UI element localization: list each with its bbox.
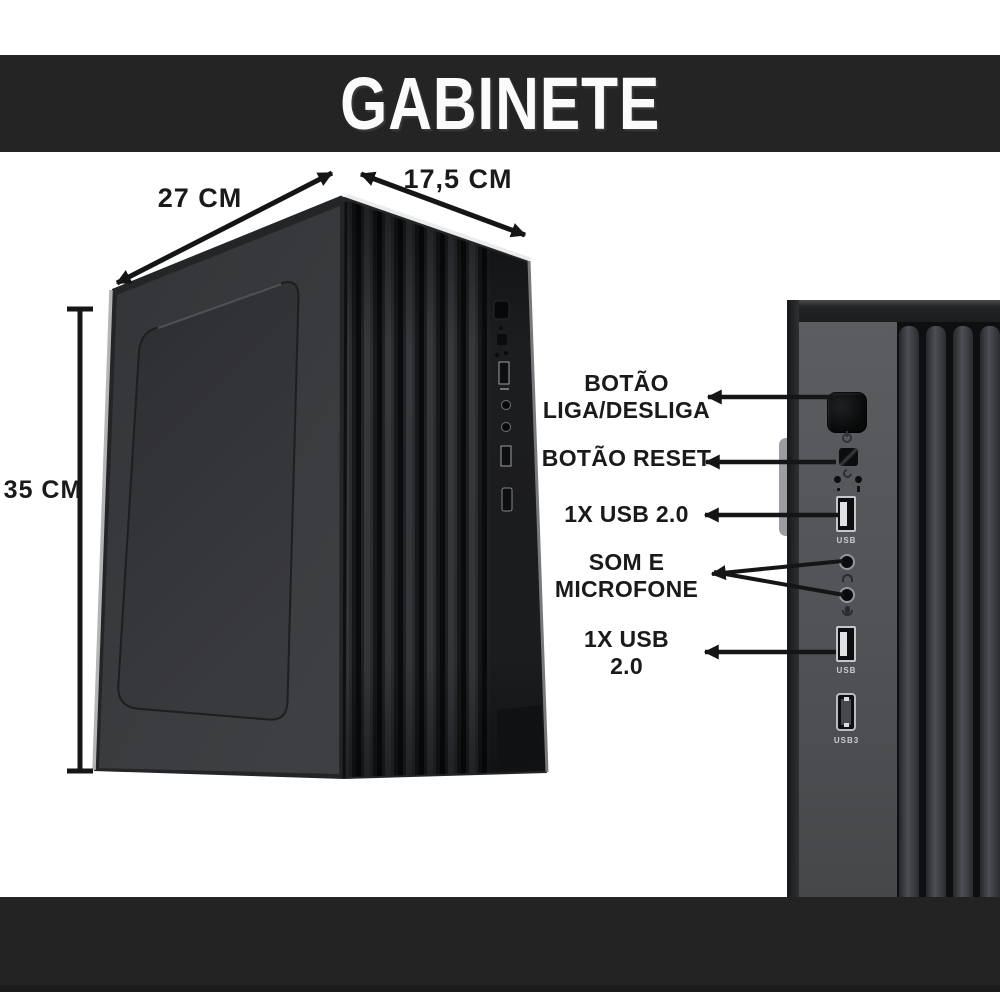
ridge-bar (899, 326, 919, 897)
ridge-bar (953, 326, 973, 897)
closeup-left-frame (787, 300, 799, 897)
label-line: LIGA/DESLIGA (542, 397, 711, 423)
label-audio: SOM E MICROFONE (528, 549, 725, 603)
width-arrow (359, 171, 527, 238)
depth-arrow (115, 170, 334, 286)
usb-tongue (840, 502, 847, 526)
reset-button (839, 448, 858, 466)
label-line: MICROFONE (554, 576, 699, 602)
reset-icon (843, 469, 852, 478)
page-title: GABINETE (339, 62, 661, 145)
front-io-details (493, 300, 545, 769)
closeup-top-frame (787, 300, 1000, 322)
case-photo (92, 191, 549, 779)
label-reset-button: BOTÃO RESET (528, 445, 725, 472)
usb3-notch (844, 723, 849, 727)
width-dimension-label: 17,5 CM (403, 164, 513, 194)
power-led (834, 476, 841, 483)
label-line: BOTÃO RESET (541, 445, 712, 471)
ridge-bar (926, 326, 946, 897)
door-top-highlight (157, 282, 282, 330)
label-line: 1X USB (584, 626, 669, 652)
left-edge-highlight (92, 289, 113, 771)
depth-dimension-label: 27 CM (157, 183, 243, 213)
height-dimension-label: 35 CM (3, 476, 83, 504)
usb3-label: USB3 (833, 736, 860, 745)
label-line: BOTÃO (584, 370, 669, 396)
title-banner: GABINETE (0, 55, 1000, 152)
side-panel-door (117, 281, 300, 721)
label-power-button: BOTÃO LIGA/DESLIGA (528, 370, 725, 424)
front-panel-closeup: USB USB USB3 (787, 300, 1000, 897)
right-edge-highlight (527, 260, 549, 773)
dimension-arrows (67, 170, 527, 774)
bottom-bar (0, 897, 1000, 992)
label-line: SOM E (588, 549, 665, 575)
usb-mid-label: USB (836, 666, 857, 675)
apex-highlight (341, 191, 347, 197)
usb3-insert (841, 699, 851, 725)
led-mark-icon (837, 488, 840, 491)
label-usb-top: 1X USB 2.0 (528, 501, 725, 528)
arrow-mic (713, 570, 845, 597)
side-front-edge (342, 201, 348, 779)
front-shading (346, 201, 546, 777)
mic-icon-arc (842, 610, 853, 616)
arrow-headphone (710, 559, 844, 581)
label-line: 2.0 (610, 653, 643, 679)
power-button (827, 392, 867, 433)
power-icon (842, 433, 852, 443)
ridge-bar (980, 326, 1000, 897)
label-line: 1X USB 2.0 (564, 501, 689, 527)
usb3-port (836, 693, 856, 731)
hdd-mark-icon (857, 486, 860, 492)
usb-top-label: USB (836, 536, 857, 545)
usb3-notch (844, 697, 849, 701)
hdd-led (855, 476, 862, 483)
usb-port-bottom (836, 626, 856, 662)
usb-tongue (840, 632, 847, 656)
headphone-icon (842, 574, 853, 582)
annotation-arrows (703, 389, 845, 660)
label-usb-bottom: 1X USB 2.0 (528, 626, 725, 680)
closeup-ridges (897, 322, 1000, 897)
